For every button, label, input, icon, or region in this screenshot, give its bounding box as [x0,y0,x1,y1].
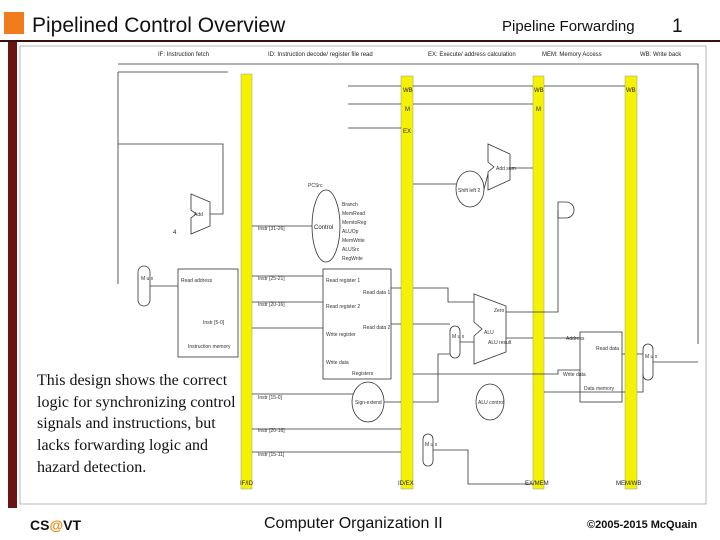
signal-branch: Branch [342,202,358,208]
branch-adder-label: Add sum [496,166,516,172]
alu-zero: Zero [494,308,505,314]
alu-control-label: ALU control [478,400,504,406]
im-label: Instruction memory [188,344,231,350]
idex-ex-field: EX [403,129,411,135]
signal-alusrc: ALUSrc [342,247,360,253]
zero-wire [506,210,559,313]
pc-adder [190,193,211,235]
instr-31-26: Instr [31-26] [258,226,285,232]
signal-regwrite: RegWrite [342,256,363,262]
alu-control-unit [475,383,505,421]
dm-write-data: Write data [563,372,586,378]
pc-adder-label: Add [194,212,203,218]
instr-20-16: Instr [20-16] [258,302,285,308]
signal-aluop: ALUOp [342,229,359,235]
reg-write-register: Write register [326,332,356,338]
signal-memread: MemRead [342,211,365,217]
read-data-1-wire [391,287,474,303]
registers-label: Registers [352,371,374,377]
branch-and-gate [557,201,575,219]
control-label: Control [314,225,333,231]
pipeline-register-id-ex [400,75,414,490]
dm-read-data: Read data [596,346,619,352]
slide-topic: Pipeline Forwarding [502,18,635,35]
left-sidebar-bar [8,42,17,508]
alu-src-mux [449,325,461,359]
footer-cs: CS [30,517,50,533]
regdst-mux [422,433,434,467]
instr-15-0: Instr [15-0] [258,395,283,401]
writeback-wire [118,63,699,344]
instruction-field-wires [252,225,401,453]
data-memory-label: Data memory [584,386,615,392]
alu-unit [473,293,507,365]
stage-label-if: IF: Instruction fetch [158,52,209,58]
stage-label-ex: EX: Execute/ address calculation [428,52,516,58]
alu-label: ALU [484,330,494,336]
idex-wb-field: WB [403,88,413,94]
alu-result: ALU result [488,340,512,346]
label-if-id: IF/ID [240,481,254,487]
pc-mux [137,265,151,307]
footer-copyright: ©2005-2015 McQuain [587,519,698,531]
instr-20-16-b: Instr [20-16] [258,428,285,434]
pc-mux-label: M u x [141,276,154,282]
instruction-memory [177,268,239,358]
pc-wires [118,143,224,287]
memwb-wb-field: WB [626,88,636,94]
slide-caption: This design shows the correct logic for … [37,372,236,476]
constant-four: 4 [173,230,177,236]
title-accent-square [4,12,24,34]
alu-src-mux-label: M u x [452,334,465,340]
read-data-wire [622,353,698,363]
writeback-mux-label: M u x [645,354,658,360]
instr-15-11: Instr [15-11] [258,452,285,458]
regdst-mux-label: M u x [425,442,438,448]
idex-m-field: M [405,107,410,113]
slide-title: Pipelined Control Overview [32,14,286,37]
header-rule [0,40,720,42]
footer-at: @ [49,517,64,533]
pc-feedback-wire [117,71,228,284]
write-register-wire [433,449,533,485]
branch-target-wires [413,167,533,343]
exmem-m-field: M [536,107,541,113]
register-file [322,268,392,380]
read-data-2-wire [391,323,580,375]
instr-25-21: Instr [25-21] [258,276,285,282]
pipeline-register-ex-mem [532,75,545,490]
reg-read-register-2: Read register 2 [326,304,360,310]
branch-adder [487,143,511,191]
footer-cs-at-vt: CS@VT [30,517,81,533]
footer-vt: VT [63,517,81,533]
data-memory [579,331,623,403]
writeback-mux [642,343,654,381]
pipeline-register-mem-wb [624,75,638,490]
alu-bypass-wire [544,374,644,393]
reg-read-data-2: Read data 2 [363,325,390,331]
stage-label-wb: WB: Write back [640,52,682,58]
signal-memwrite: MemWrite [342,238,365,244]
immediate-wire [384,353,450,403]
reg-write-data: Write data [326,360,349,366]
dm-address: Address [566,336,585,342]
page-number: 1 [672,16,683,37]
label-id-ex: ID/EX [398,481,414,487]
instr-5-0: Instr [5-0] [203,320,225,326]
pipeline-diagram: IF: Instruction fetch ID: Instruction de… [18,44,708,506]
im-read-address: Read address [181,278,213,284]
pcsrc-label: PCSrc [308,183,323,189]
signal-memtoreg: MemtoReg [342,220,367,226]
label-ex-mem: EX/MEM [525,481,549,487]
shift-left-2-label: Shift left 2 [458,188,480,194]
sign-extend-label: Sign-extend [355,400,382,406]
exmem-wb-field: WB [534,88,544,94]
label-mem-wb: MEM/WB [616,481,641,487]
reg-read-data-1: Read data 1 [363,290,390,296]
reg-read-register-1: Read register 1 [326,278,360,284]
footer-course-name: Computer Organization II [264,515,443,532]
pipeline-register-if-id [240,73,253,490]
stage-label-mem: MEM: Memory Access [542,52,602,58]
stage-label-id: ID: Instruction decode/ register file re… [268,52,373,58]
